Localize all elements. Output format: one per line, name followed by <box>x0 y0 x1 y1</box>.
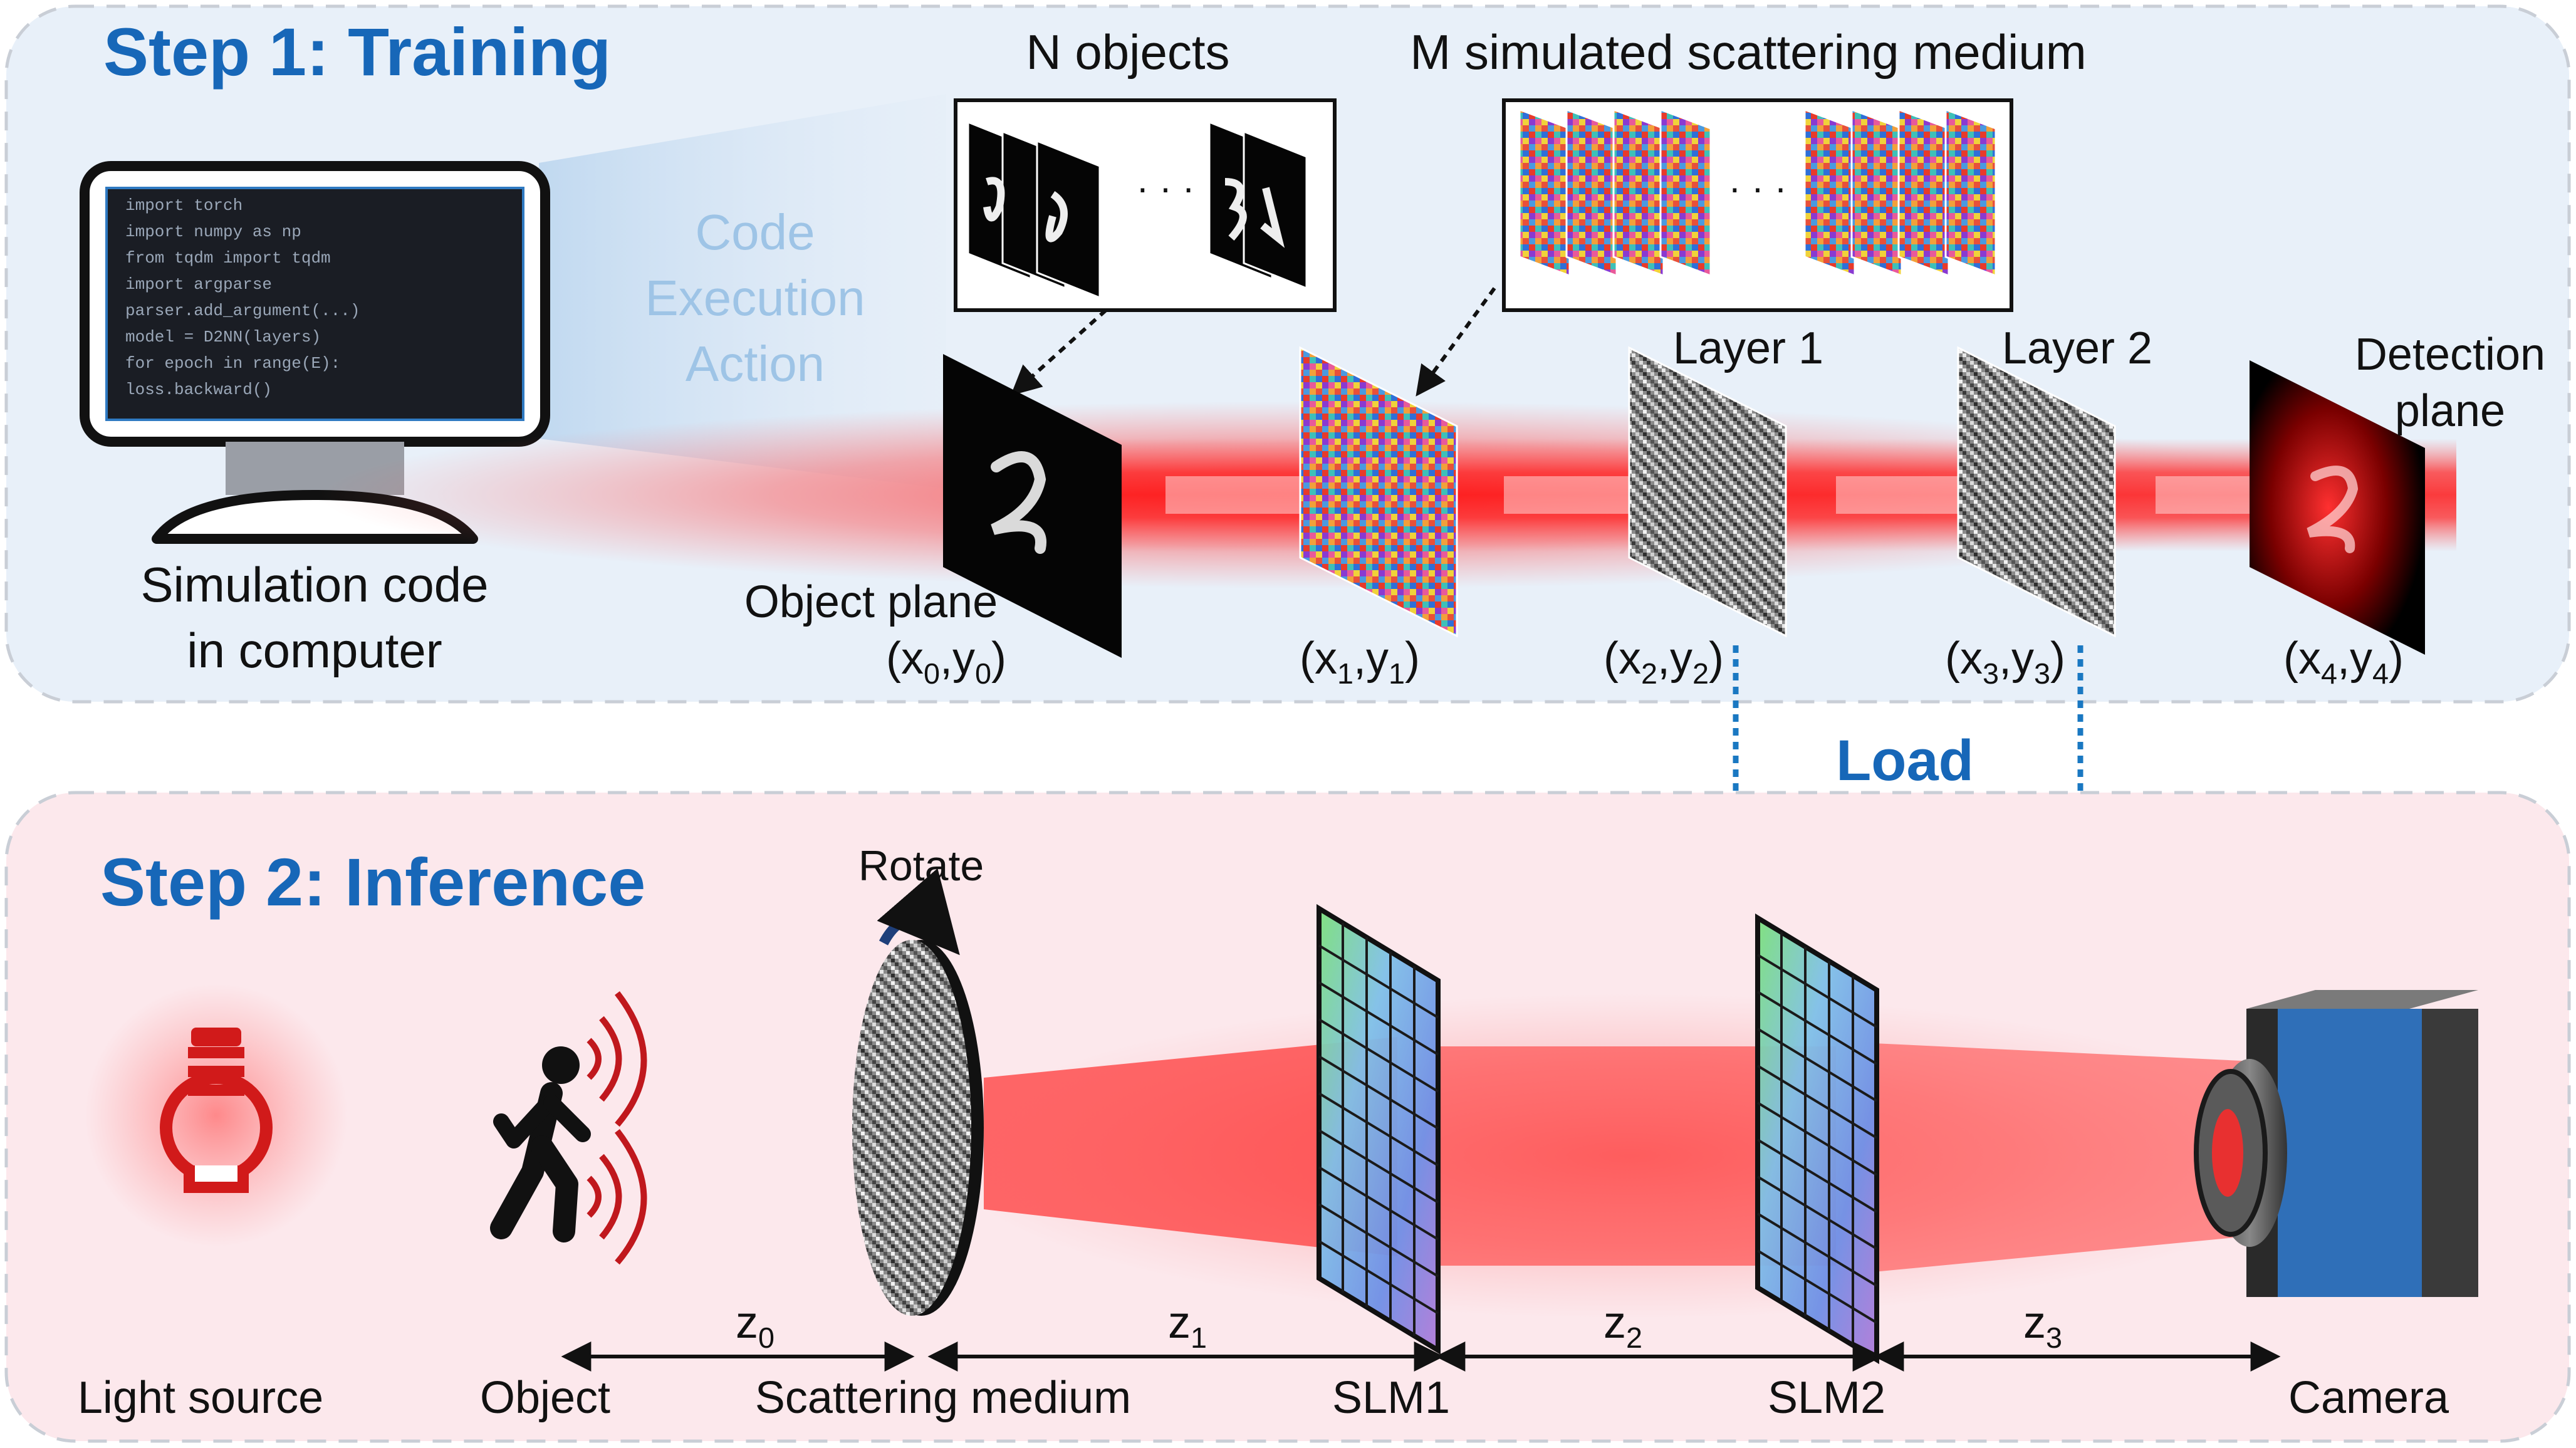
scattering-medium-disc <box>852 940 984 1316</box>
step1-title: Step 1: Training <box>103 14 611 90</box>
plane-coordinates: (x0,y0) (x1,y1) (x2,y2) (x3,y3) (x4,y4) <box>886 633 2404 690</box>
label-object: Object <box>480 1373 610 1423</box>
slm-grid-line <box>1318 1203 1439 1278</box>
code-line: from tqdm import tqdm <box>125 249 331 268</box>
detection-plane <box>2250 360 2425 655</box>
label-light-source: Light source <box>78 1373 323 1423</box>
media-label: M simulated scattering medium <box>1410 24 2086 80</box>
label-slm2: SLM2 <box>1768 1373 1885 1423</box>
layer2-plane <box>1957 346 2116 638</box>
slm2-device <box>1755 913 1879 1365</box>
slm-grid-line <box>1318 1018 1439 1093</box>
label-scattering-medium: Scattering medium <box>755 1373 1131 1423</box>
layer1-plane <box>1628 346 1787 638</box>
slm-grid-line <box>1318 1240 1439 1315</box>
code-action-line3: Action <box>686 336 825 392</box>
light-bulb-icon <box>85 984 348 1247</box>
slm-grid-line <box>1318 1166 1439 1241</box>
slm-grid-line <box>1318 1129 1439 1204</box>
code-line: import torch <box>125 196 242 215</box>
media-stack <box>1518 108 1997 278</box>
slm-grid-line <box>1318 981 1439 1056</box>
slm-grid-line <box>1318 1055 1439 1130</box>
slm-grid-line <box>1756 1102 1878 1176</box>
rotate-arrow-icon <box>877 868 960 956</box>
layer1-label: Layer 1 <box>1673 323 1823 373</box>
distance-label-z1: z1 <box>1168 1298 1207 1354</box>
step2-title: Step 2: Inference <box>100 844 645 920</box>
slm-grid-line <box>1756 954 1878 1028</box>
inference-beam <box>940 993 2318 1319</box>
slm1-device <box>1317 904 1441 1355</box>
slm1-grid <box>1318 923 1439 1336</box>
plane-coordinate-1: (x1,y1) <box>1300 633 1420 690</box>
code-line: parser.add_argument(...) <box>125 301 360 320</box>
objects-ellipsis: · · · <box>1136 167 1194 209</box>
computer-caption-line2: in computer <box>187 623 442 678</box>
code-listing: import torch import numpy as np from tqdm … <box>125 196 360 399</box>
code-line: model = D2NN(layers) <box>125 328 321 346</box>
plane-coordinate-2: (x2,y2) <box>1603 633 1724 690</box>
code-line: loss.backward() <box>125 380 272 399</box>
plane-coordinate-4: (x4,y4) <box>2283 633 2404 690</box>
slm-grid-line <box>1756 1212 1878 1287</box>
distance-label-z3: z3 <box>2023 1298 2062 1354</box>
objects-label: N objects <box>1026 24 1229 80</box>
slm-grid-line <box>1318 1092 1439 1167</box>
computer-caption-line1: Simulation code <box>141 557 489 612</box>
code-action-line2: Execution <box>645 270 865 326</box>
detection-label-line2: plane <box>2395 386 2505 436</box>
distance-label-z2: z2 <box>1603 1298 1642 1354</box>
slm-grid-line <box>1756 1065 1878 1139</box>
slm-grid-line <box>1756 1175 1878 1250</box>
object-stack <box>967 120 1308 299</box>
slm-grid-line <box>1756 1028 1878 1102</box>
medium-plane <box>1299 346 1458 638</box>
object-to-plane-arrow <box>1010 308 1108 396</box>
code-line: import numpy as np <box>125 222 301 241</box>
distance-labels: z0 z1 z2 z3 <box>736 1298 2062 1354</box>
camera-icon <box>2194 990 2478 1297</box>
slm-grid-line <box>1756 1249 1878 1324</box>
layer2-label: Layer 2 <box>2002 323 2152 373</box>
code-line: import argparse <box>125 275 272 294</box>
plane-coordinate-3: (x3,y3) <box>1945 633 2065 690</box>
slm-grid-line <box>1756 991 1878 1065</box>
slm-grid-line <box>1756 1138 1878 1213</box>
object-plane-label: Object plane <box>744 577 998 627</box>
walking-person-icon <box>490 991 647 1265</box>
media-ellipsis: · · · <box>1728 167 1786 209</box>
label-slm1: SLM1 <box>1332 1373 1450 1423</box>
rotate-label: Rotate <box>858 842 984 890</box>
code-action-line1: Code <box>695 204 815 260</box>
distance-label-z0: z0 <box>736 1298 774 1354</box>
plane-coordinate-0: (x0,y0) <box>886 633 1006 690</box>
label-camera: Camera <box>2288 1373 2449 1423</box>
slm-grid-line <box>1318 944 1439 1019</box>
load-label: Load <box>1836 729 1974 793</box>
code-line: for epoch in range(E): <box>125 354 340 373</box>
object-plane <box>943 354 1122 658</box>
computer-monitor-icon: import torch import numpy as np from tqdm … <box>80 94 946 544</box>
slm2-grid <box>1756 932 1878 1345</box>
detection-label-line1: Detection <box>2355 330 2545 380</box>
